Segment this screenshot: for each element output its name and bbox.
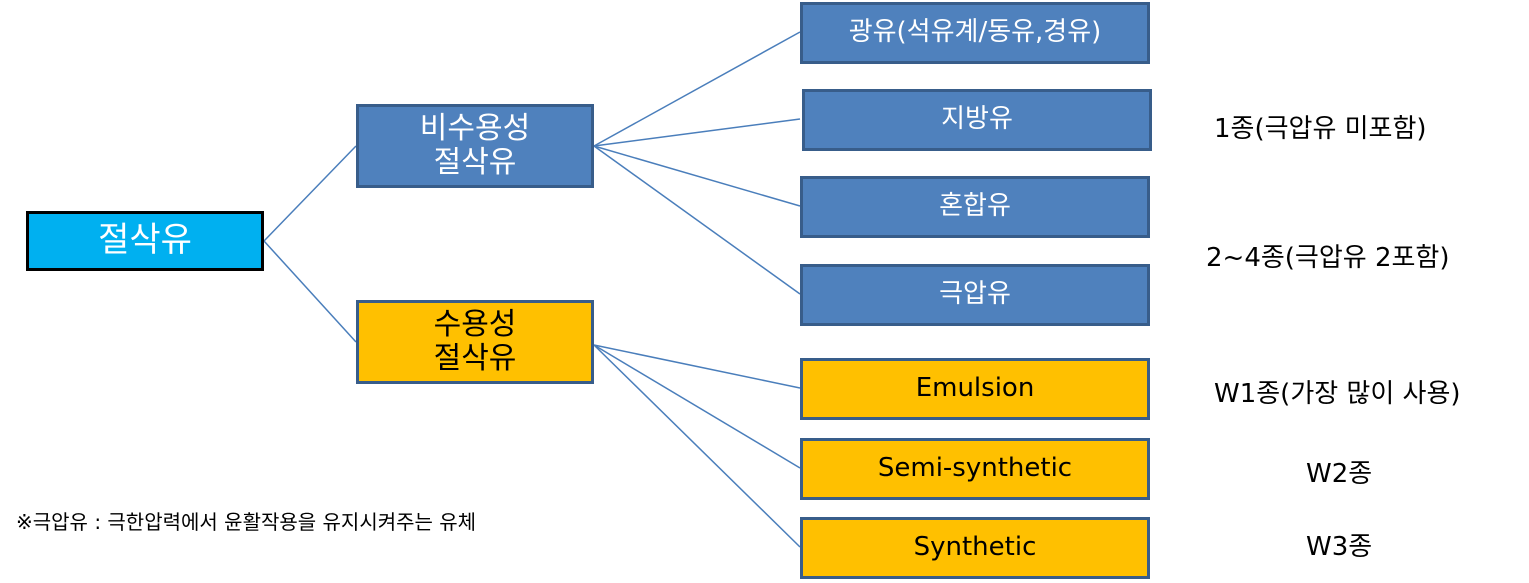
root-node-label: 절삭유 xyxy=(98,220,192,261)
leaf-node-mineral-oil: 광유(석유계/동유,경유) xyxy=(800,2,1150,64)
connector-to-ep-oil xyxy=(593,145,801,295)
connector-root-to-aqueous xyxy=(263,240,357,343)
grade-note-w2: W2종 xyxy=(1306,459,1373,489)
leaf-label: Emulsion xyxy=(915,373,1035,404)
grade-note-w1: W1종(가장 많이 사용) xyxy=(1214,379,1461,409)
leaf-node-synthetic: Synthetic xyxy=(800,517,1150,579)
category-label-water-soluble: 수용성 절삭유 xyxy=(433,306,517,376)
category-node-water-soluble: 수용성 절삭유 xyxy=(356,300,594,384)
leaf-node-ep-oil: 극압유 xyxy=(800,264,1150,326)
connector-to-synthetic xyxy=(593,344,801,548)
connector-to-mixed-oil xyxy=(593,145,801,207)
leaf-node-fatty-oil: 지방유 xyxy=(802,89,1152,151)
connector-to-mineral-oil xyxy=(593,31,801,147)
leaf-label: Synthetic xyxy=(913,532,1037,563)
grade-note-w3: W3종 xyxy=(1306,532,1373,562)
leaf-label: 광유(석유계/동유,경유) xyxy=(848,17,1102,48)
leaf-label: 지방유 xyxy=(941,104,1013,135)
leaf-node-mixed-oil: 혼합유 xyxy=(800,176,1150,238)
root-node-cutting-oil: 절삭유 xyxy=(26,211,264,271)
footnote: ※극압유 : 극한압력에서 윤활작용을 유지시켜주는 유체 xyxy=(16,510,477,534)
category-label-non-water-soluble: 비수용성 절삭유 xyxy=(419,110,531,180)
leaf-label: 혼합유 xyxy=(939,191,1011,222)
leaf-label: 극압유 xyxy=(939,279,1011,310)
leaf-label: Semi-synthetic xyxy=(877,453,1073,484)
connector-to-fatty-oil xyxy=(593,118,801,147)
grade-note-1: 1종(극압유 미포함) xyxy=(1214,114,1427,144)
grade-note-2-4: 2~4종(극압유 2포함) xyxy=(1206,243,1450,273)
connector-to-semi-synthetic xyxy=(593,344,801,469)
leaf-node-emulsion: Emulsion xyxy=(800,358,1150,420)
category-node-non-water-soluble: 비수용성 절삭유 xyxy=(356,104,594,188)
connector-to-emulsion xyxy=(593,344,801,389)
leaf-node-semi-synthetic: Semi-synthetic xyxy=(800,438,1150,500)
connector-root-to-nonaqueous xyxy=(263,145,357,242)
